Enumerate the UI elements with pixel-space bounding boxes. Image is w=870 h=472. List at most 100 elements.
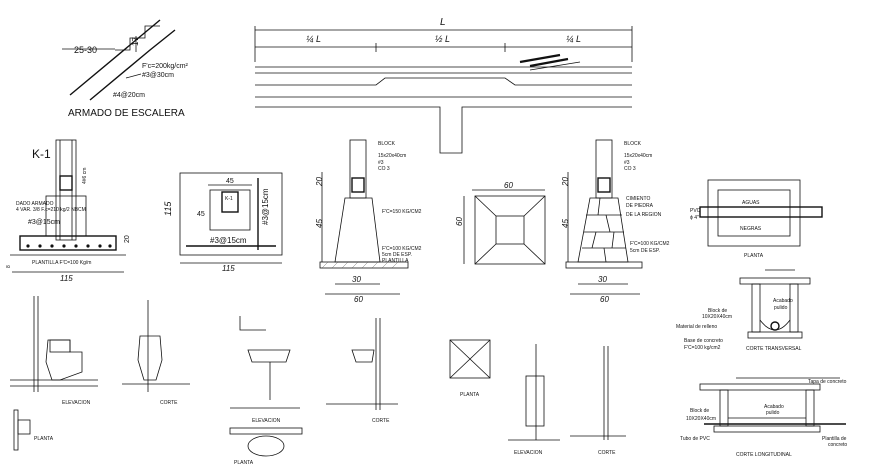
pyramid-inner <box>495 215 525 245</box>
k1-footing <box>19 235 117 251</box>
long-tubo: Tubo de PVC <box>680 436 710 442</box>
sec1-plantilla <box>319 261 409 269</box>
sink-plan-bowl <box>247 435 285 457</box>
pyramid-outer <box>474 195 546 265</box>
sec1-dim-45: 45 <box>315 219 324 228</box>
trans-base <box>747 331 803 339</box>
footing-pedestal <box>209 189 251 231</box>
sewer-pipe <box>699 206 823 218</box>
sewer-negras: NEGRAS <box>740 226 762 232</box>
sec2-cim2: DE PIEDRA <box>626 203 654 209</box>
footing-plan: K-1 45 45 115 #3@15cm #3@15cm 115 <box>163 172 283 273</box>
shower-tray <box>449 339 491 379</box>
trans-lid <box>739 277 811 285</box>
trans-pulido: pulido <box>774 305 788 311</box>
sec2-dim-60: 60 <box>600 295 609 304</box>
k1-rebar: 4#6 cm <box>82 168 88 184</box>
long-plantilla-label2: concreto <box>828 442 847 448</box>
long-tapa: Tapa de concreto <box>808 379 847 385</box>
shower-plan-label: PLANTA <box>460 392 480 398</box>
trans-block: Block de <box>708 308 727 314</box>
k1-rebar-dots <box>26 244 112 248</box>
k1-dado-text2: 4 VAR. 3/8 F.c=210 kg/2 NBCM <box>16 207 86 213</box>
footing-outline <box>179 172 283 256</box>
section-1: BLOCK 15x20x40cm #3 CO 3 F'C=150 KG/CM2 … <box>315 139 422 304</box>
wc-section: CORTE <box>122 300 190 406</box>
shower-section: CORTE <box>570 346 626 456</box>
trans-block2: 10X20X40cm <box>702 314 732 320</box>
sec2-plantilla <box>565 261 643 269</box>
k1-stirrups: #3@15cm <box>28 219 60 226</box>
sec1-trapezoid <box>334 197 381 263</box>
sec2-fc2: 5cm DE ESP. <box>630 248 660 254</box>
sec1-fc3: 5cm DE ESP. <box>382 252 412 258</box>
beam-section-mark-3 <box>529 61 581 71</box>
trans-wall-r <box>789 283 799 333</box>
beam-part1: ¼ L <box>306 34 321 44</box>
sec1-dim-20: 20 <box>315 177 324 187</box>
shower-elev-label: ELEVACION <box>514 450 543 456</box>
footing-bottom: 115 <box>222 264 235 273</box>
sewer-plan: AGUAS NEGRAS PVC ϕ 4" PLANTA <box>690 179 823 259</box>
sink-basin <box>247 349 291 363</box>
trans-wall-l <box>751 283 761 333</box>
beam-detail: L ¼ L ½ L ¼ L <box>254 17 633 154</box>
sewer-plan-label: PLANTA <box>744 253 764 259</box>
sec2-dim-45: 45 <box>561 219 570 228</box>
sec1-dims: 15x20x40cm <box>378 153 406 159</box>
wc-plan-wall <box>13 409 19 451</box>
wc-plan-pipe <box>17 419 31 435</box>
stair-leader-1 <box>125 73 142 79</box>
sec1-block: BLOCK <box>378 141 396 147</box>
shower-corte-label: CORTE <box>598 450 616 456</box>
k1-title: K-1 <box>32 147 51 161</box>
sink-plan: PLANTA <box>229 427 303 466</box>
footing-column <box>221 191 239 213</box>
stair-slab-bottom <box>69 19 161 96</box>
long-block: Block de <box>690 408 709 414</box>
stair-fc: F'c=200kg/cm² <box>142 63 189 70</box>
sewer-phi: ϕ 4" <box>690 215 699 221</box>
stair-bar1: #3@30cm <box>142 72 174 79</box>
beam-section-mark-2 <box>529 57 569 68</box>
long-lid <box>699 383 821 391</box>
beam-part3: ¼ L <box>566 34 581 44</box>
trans-relleno: Material de relleno <box>676 324 717 330</box>
stair-steps <box>115 25 160 51</box>
wc-toilet <box>45 339 83 381</box>
long-wall-r <box>805 389 815 427</box>
sec1-bar: #3 <box>378 160 384 166</box>
footing-rebar-v-label: #3@15cm <box>261 188 270 225</box>
footing-col-h: 45 <box>197 211 205 218</box>
pyramid-edge-4 <box>523 243 546 265</box>
k1-plantilla: PLANTILLA F'C=100 Kg/m <box>32 260 91 266</box>
k1-dado-text: DADO ARMADO <box>16 201 54 207</box>
beam-bent-bar <box>255 77 632 86</box>
beam-part2: ½ L <box>435 34 450 44</box>
sec2-reinforced-cell <box>597 177 611 193</box>
beam-bottom-with-column <box>255 106 632 154</box>
k1-column <box>55 139 77 241</box>
pyramid-plan: 60 60 <box>455 181 546 265</box>
k1-dim-20: 20 <box>124 235 131 243</box>
long-pulido: pulido <box>766 410 780 416</box>
sink-plan-label: PLANTA <box>234 460 254 466</box>
sink-supply <box>239 316 266 331</box>
wc-corte-label: CORTE <box>160 400 178 406</box>
sec2-dims: 15x20x40cm <box>624 153 652 159</box>
trans-base-label: Base de concreto <box>684 338 723 344</box>
sec1-co: CO 3 <box>378 166 390 172</box>
wc-elevation: ELEVACION <box>10 296 98 406</box>
sewer-pvc: PVC <box>690 208 701 214</box>
sink-sec-basin <box>351 349 375 363</box>
stair-detail: 25-30 17 F'c=200kg/cm² #3@30cm #4@20cm A… <box>62 19 189 119</box>
k1-width: 115 <box>60 274 73 283</box>
pyramid-edge-1 <box>474 195 497 217</box>
pyramid-edge-2 <box>523 195 546 217</box>
sec2-cim1: CIMIENTO <box>626 196 650 202</box>
long-wall-l <box>719 389 729 427</box>
sec2-trapezoid <box>577 197 629 263</box>
stair-slab-top <box>89 29 176 101</box>
